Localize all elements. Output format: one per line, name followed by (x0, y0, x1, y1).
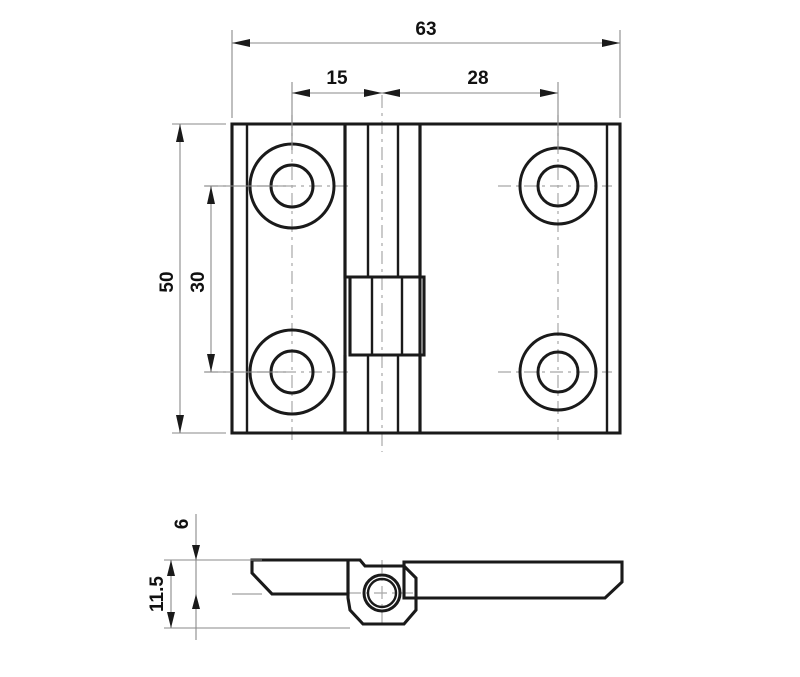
arrow-head-top (176, 124, 184, 142)
knuckle-segment-3 (343, 355, 422, 435)
arrow-head-top (192, 545, 200, 560)
arrow-head-bottom (176, 415, 184, 433)
dim-label-30: 30 (188, 271, 209, 292)
countersink-inner-circle (536, 350, 580, 394)
arrow-head-bottom (167, 612, 175, 628)
arrow-head-right (364, 89, 382, 97)
dimension-leaf-thickness-6: 6 (172, 514, 262, 640)
dimension-hole-to-center-15: 15 (291, 68, 382, 150)
side-view-left-leaf (250, 558, 350, 596)
arrow-head-top (207, 186, 215, 204)
countersink-outer-circle (518, 332, 598, 412)
side-view-barrel-housing (346, 558, 418, 626)
dimension-overall-height-50: 50 (157, 123, 226, 434)
arrow-head-left (232, 39, 250, 47)
arrow-head-top (167, 560, 175, 576)
arrow-head-right (602, 39, 620, 47)
right-leaf-outline (418, 122, 622, 435)
dim-label-6: 6 (172, 519, 193, 530)
arrow-head-right (540, 89, 558, 97)
dimension-center-to-hole-28: 28 (382, 68, 559, 150)
dim-label-28: 28 (467, 68, 488, 89)
side-section-view: 6 11.5 (147, 514, 624, 640)
dimension-overall-width-63: 63 (231, 19, 621, 118)
dim-label-50: 50 (157, 271, 178, 292)
arrow-head-bottom (192, 594, 200, 609)
side-view-right-leaf (402, 560, 624, 600)
left-leaf-outline (230, 122, 347, 435)
dim-label-63: 63 (415, 19, 436, 40)
arrow-head-left (292, 89, 310, 97)
dimension-hole-spacing-30: 30 (188, 185, 286, 373)
dim-label-15: 15 (326, 68, 348, 89)
side-view-pin-outer-circle (362, 573, 402, 613)
dim-label-115: 11.5 (147, 576, 168, 612)
front-view: 63 15 28 (157, 19, 622, 452)
arrow-head-bottom (207, 354, 215, 372)
knuckle-assembly (343, 122, 426, 435)
arrow-head-left (382, 89, 400, 97)
dimension-barrel-offset-115: 11.5 (147, 559, 190, 629)
knuckle-segment-2 (348, 275, 426, 357)
screw-hole-bottom-right (518, 332, 598, 412)
side-view-pin-inner-circle (366, 577, 398, 609)
countersink-inner-circle (536, 164, 580, 208)
front-view-body (230, 122, 622, 435)
